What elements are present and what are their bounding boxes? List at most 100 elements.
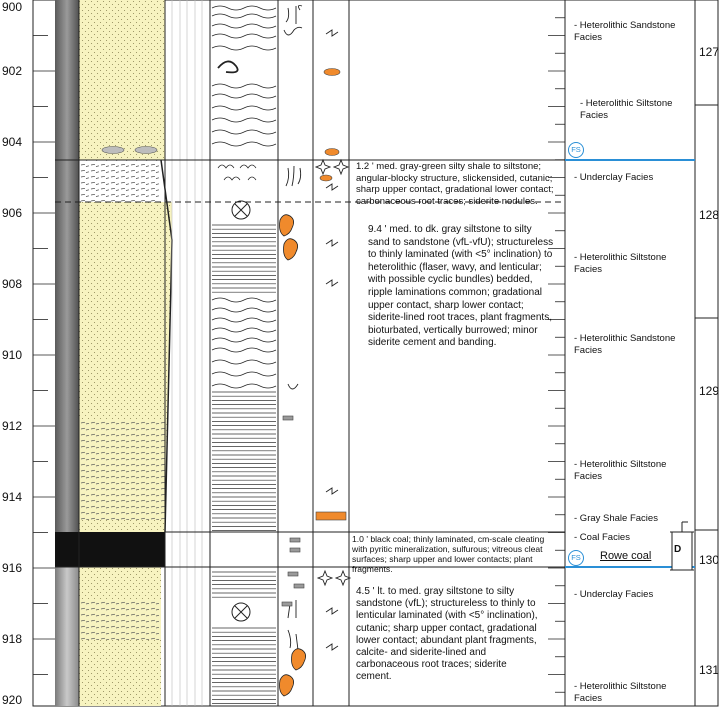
- description-line: sandstone (vfL); structureless to thinly…: [356, 598, 536, 610]
- description-line: upper contact, sharp lower contact;: [368, 299, 524, 311]
- facies-line: - Heterolithic Siltstone: [574, 252, 667, 263]
- siderite-band-icon: [323, 68, 341, 76]
- description-line: cutanic; sharp upper contact, gradationa…: [356, 622, 537, 634]
- facies-line: - Heterolithic Siltstone: [580, 98, 673, 109]
- plant-fragment-icon: [289, 547, 301, 553]
- plant-fragment-icon: [281, 601, 293, 607]
- nodule-icon: [231, 602, 251, 622]
- facies-label: - Heterolithic Siltstone Facies: [574, 459, 696, 482]
- wavy-lamination-icon: [211, 383, 277, 389]
- depth-ticks: [33, 0, 565, 693]
- wavy-lamination-icon: [211, 337, 277, 343]
- wavy-lamination-icon: [211, 83, 277, 89]
- gamma-segment: [55, 532, 79, 567]
- description-line: with possible cyclic bundles) bedded,: [368, 274, 533, 286]
- facies-line: Facies: [574, 344, 602, 356]
- wavy-lamination-icon: [211, 371, 277, 377]
- root-trace-icon: [285, 165, 302, 187]
- siderite-band-icon: [319, 174, 333, 182]
- pyrite-icon: [316, 569, 334, 587]
- plant-fragment-icon: [282, 415, 294, 421]
- description-line: carbonaceous root traces; siderite nodul…: [356, 195, 538, 207]
- wavy-lamination-icon: [211, 105, 277, 111]
- facies-label: - Heterolithic Sandstone Facies: [574, 333, 696, 356]
- description-line: with pyritic mineralization, sulfurous; …: [352, 544, 543, 554]
- siderite-nodule-icon: [279, 214, 294, 237]
- core-box-number: 127: [699, 45, 719, 59]
- facies-label: - Underclay Facies: [574, 172, 696, 184]
- wavy-lamination-icon: [211, 5, 277, 11]
- description-line: 1.2 ' med. gray-green silty shale to sil…: [356, 161, 542, 172]
- lithology-coal: [79, 532, 165, 567]
- bioturbation-icon: [325, 607, 339, 615]
- column-dividers: [78, 0, 696, 706]
- flooding-surface-marker: FS: [568, 142, 584, 158]
- facies-line: Facies: [574, 692, 602, 704]
- description-line: heterolithic (flaser, wavy, and lenticul…: [368, 261, 542, 273]
- facies-line: - Heterolithic Sandstone: [574, 20, 676, 31]
- siderite-nodule-icon: [279, 674, 294, 697]
- description-line: siderite cement and banding.: [368, 337, 497, 349]
- bioturbation-icon: [325, 183, 339, 191]
- wavy-lamination-icon: [211, 359, 277, 365]
- grain-size-grid: [164, 0, 203, 706]
- depth-label: 914: [2, 490, 23, 504]
- facies-line: Facies: [574, 470, 602, 482]
- facies-label: - Heterolithic Sandstone Facies: [574, 20, 696, 43]
- depth-label: 912: [2, 419, 23, 433]
- description-line: 4.5 ' lt. to med. gray siltstone to silt…: [356, 586, 515, 597]
- facies-line: Facies: [574, 31, 602, 43]
- core-box-number: 129: [699, 384, 719, 398]
- bioturbation-icon: [325, 29, 339, 37]
- description-line: surfaces; sharp upper and lower contacts…: [352, 554, 533, 564]
- parallel-laminations: [212, 224, 276, 704]
- facies-label: - Heterolithic Siltstone Facies: [574, 252, 696, 275]
- depth-label: 920: [2, 693, 23, 707]
- nodule-icon: [234, 203, 248, 217]
- depth-label: 916: [2, 561, 23, 575]
- lithology-sandstone: [79, 0, 165, 160]
- description-line: lower contact; abundant plant fragments,: [356, 634, 537, 646]
- description-line: siderite-lined root traces, plant fragme…: [368, 312, 552, 324]
- concretion-icon: [134, 146, 158, 154]
- wavy-lamination-icon: [211, 33, 277, 39]
- facies-line: - Coal Facies: [574, 532, 630, 543]
- bioturbation-icon: [325, 643, 339, 651]
- wavy-lamination-icon: [211, 327, 277, 333]
- facies-line: Facies: [574, 263, 602, 275]
- lithology-silty-shale: [79, 600, 161, 640]
- wavy-lamination-icon: [211, 45, 277, 51]
- description-unit-underclay-lower: 4.5 ' lt. to med. gray siltstone to silt…: [356, 586, 538, 684]
- lithology-silty-shale: [79, 420, 165, 520]
- plant-fragment-icon: [289, 537, 301, 543]
- description-unit-coal: 1.0 ' black coal; thinly laminated, cm-s…: [352, 534, 544, 574]
- structures-track: [211, 5, 277, 704]
- sample-canister-icon: [670, 521, 694, 571]
- facies-label: - Underclay Facies: [574, 589, 696, 601]
- burrow-icon: [287, 383, 299, 390]
- wavy-lamination-icon: [211, 307, 277, 313]
- siderite-band-icon: [324, 148, 340, 156]
- description-unit-underclay: 1.2 ' med. gray-green silty shale to sil…: [356, 161, 554, 207]
- depth-label: 918: [2, 632, 23, 646]
- description-line: angular-blocky structure, slickensided, …: [356, 172, 553, 184]
- wavy-lamination-icon: [211, 93, 277, 99]
- wavy-lamination-icon: [211, 129, 277, 135]
- facies-label: - Heterolithic Siltstone Facies: [574, 681, 696, 704]
- fossil-trace-track: [279, 5, 306, 697]
- bioturbation-icon: [325, 239, 339, 247]
- siderite-nodule-icon: [283, 238, 298, 261]
- facies-line: - Gray Shale Facies: [574, 513, 658, 524]
- description-line: bioturbated, vertically burrowed; minor: [368, 324, 538, 336]
- depth-label: 902: [2, 64, 23, 78]
- description-line: ripple laminations common; gradational: [368, 286, 542, 298]
- gamma-segment: [55, 160, 79, 532]
- wavy-lamination-icon: [211, 117, 277, 123]
- depth-label: 906: [2, 206, 23, 220]
- gamma-ray-track: [55, 0, 79, 706]
- unit-boundaries: [55, 159, 565, 568]
- gamma-segment: [55, 567, 79, 706]
- slickenside-icon: [217, 164, 257, 181]
- wavy-lamination-icon: [211, 23, 277, 29]
